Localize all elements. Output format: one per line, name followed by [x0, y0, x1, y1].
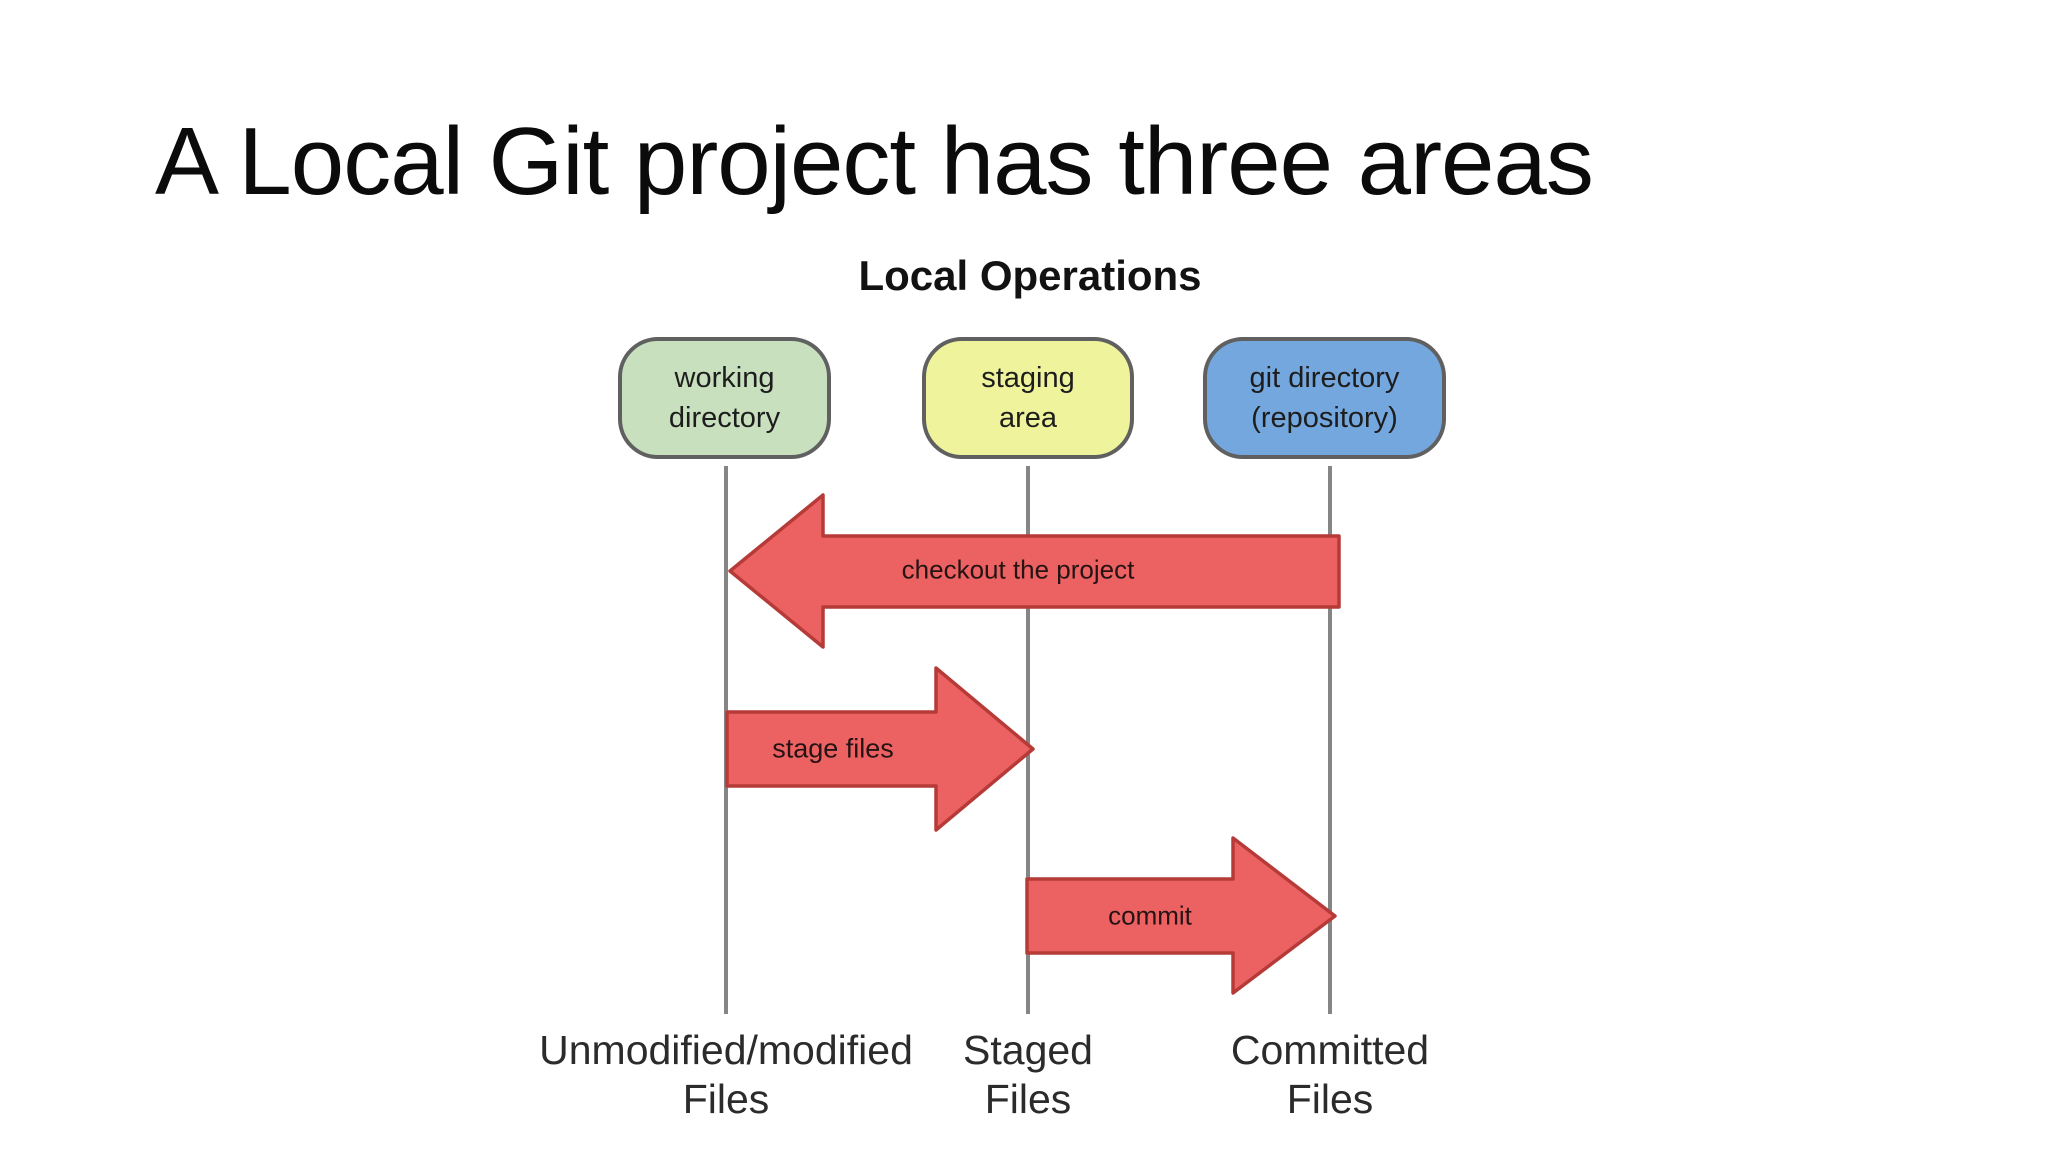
git-directory-box: git directory (repository)	[1203, 337, 1446, 459]
unmodified-modified-files-line2: Files	[682, 1076, 770, 1123]
working-directory-box: working directory	[618, 337, 831, 459]
staging-area-lifeline	[1026, 466, 1030, 1014]
committed-files-label: Committed Files	[1231, 1026, 1429, 1124]
unmodified-modified-files-line1: Unmodified/modified	[539, 1027, 913, 1073]
staging-area-label-line1: staging	[981, 362, 1075, 394]
slide-title: A Local Git project has three areas	[155, 108, 1594, 215]
staged-files-line1: Staged	[963, 1027, 1093, 1073]
staged-files-line2: Files	[984, 1076, 1072, 1123]
checkout-arrow-label: checkout the project	[901, 554, 1135, 585]
git-directory-label-line2: (repository)	[1251, 402, 1398, 434]
git-directory-lifeline	[1328, 466, 1332, 1014]
committed-files-line2: Files	[1286, 1076, 1374, 1123]
staged-files-label: Staged Files	[963, 1026, 1093, 1124]
working-directory-lifeline	[724, 466, 728, 1014]
working-directory-label-line2: directory	[668, 402, 781, 434]
working-directory-label-line1: working	[674, 362, 775, 394]
git-directory-label-line1: git directory	[1249, 362, 1400, 394]
committed-files-line1: Committed	[1230, 1027, 1430, 1073]
commit-arrow-label: commit	[1108, 900, 1192, 931]
staging-area-box: staging area	[922, 337, 1134, 459]
diagram-title: Local Operations	[858, 252, 1202, 299]
unmodified-modified-files-label: Unmodified/modified Files	[539, 1026, 913, 1124]
stage-files-arrow-label: stage files	[772, 733, 894, 764]
staging-area-label-line2: area	[998, 402, 1058, 434]
